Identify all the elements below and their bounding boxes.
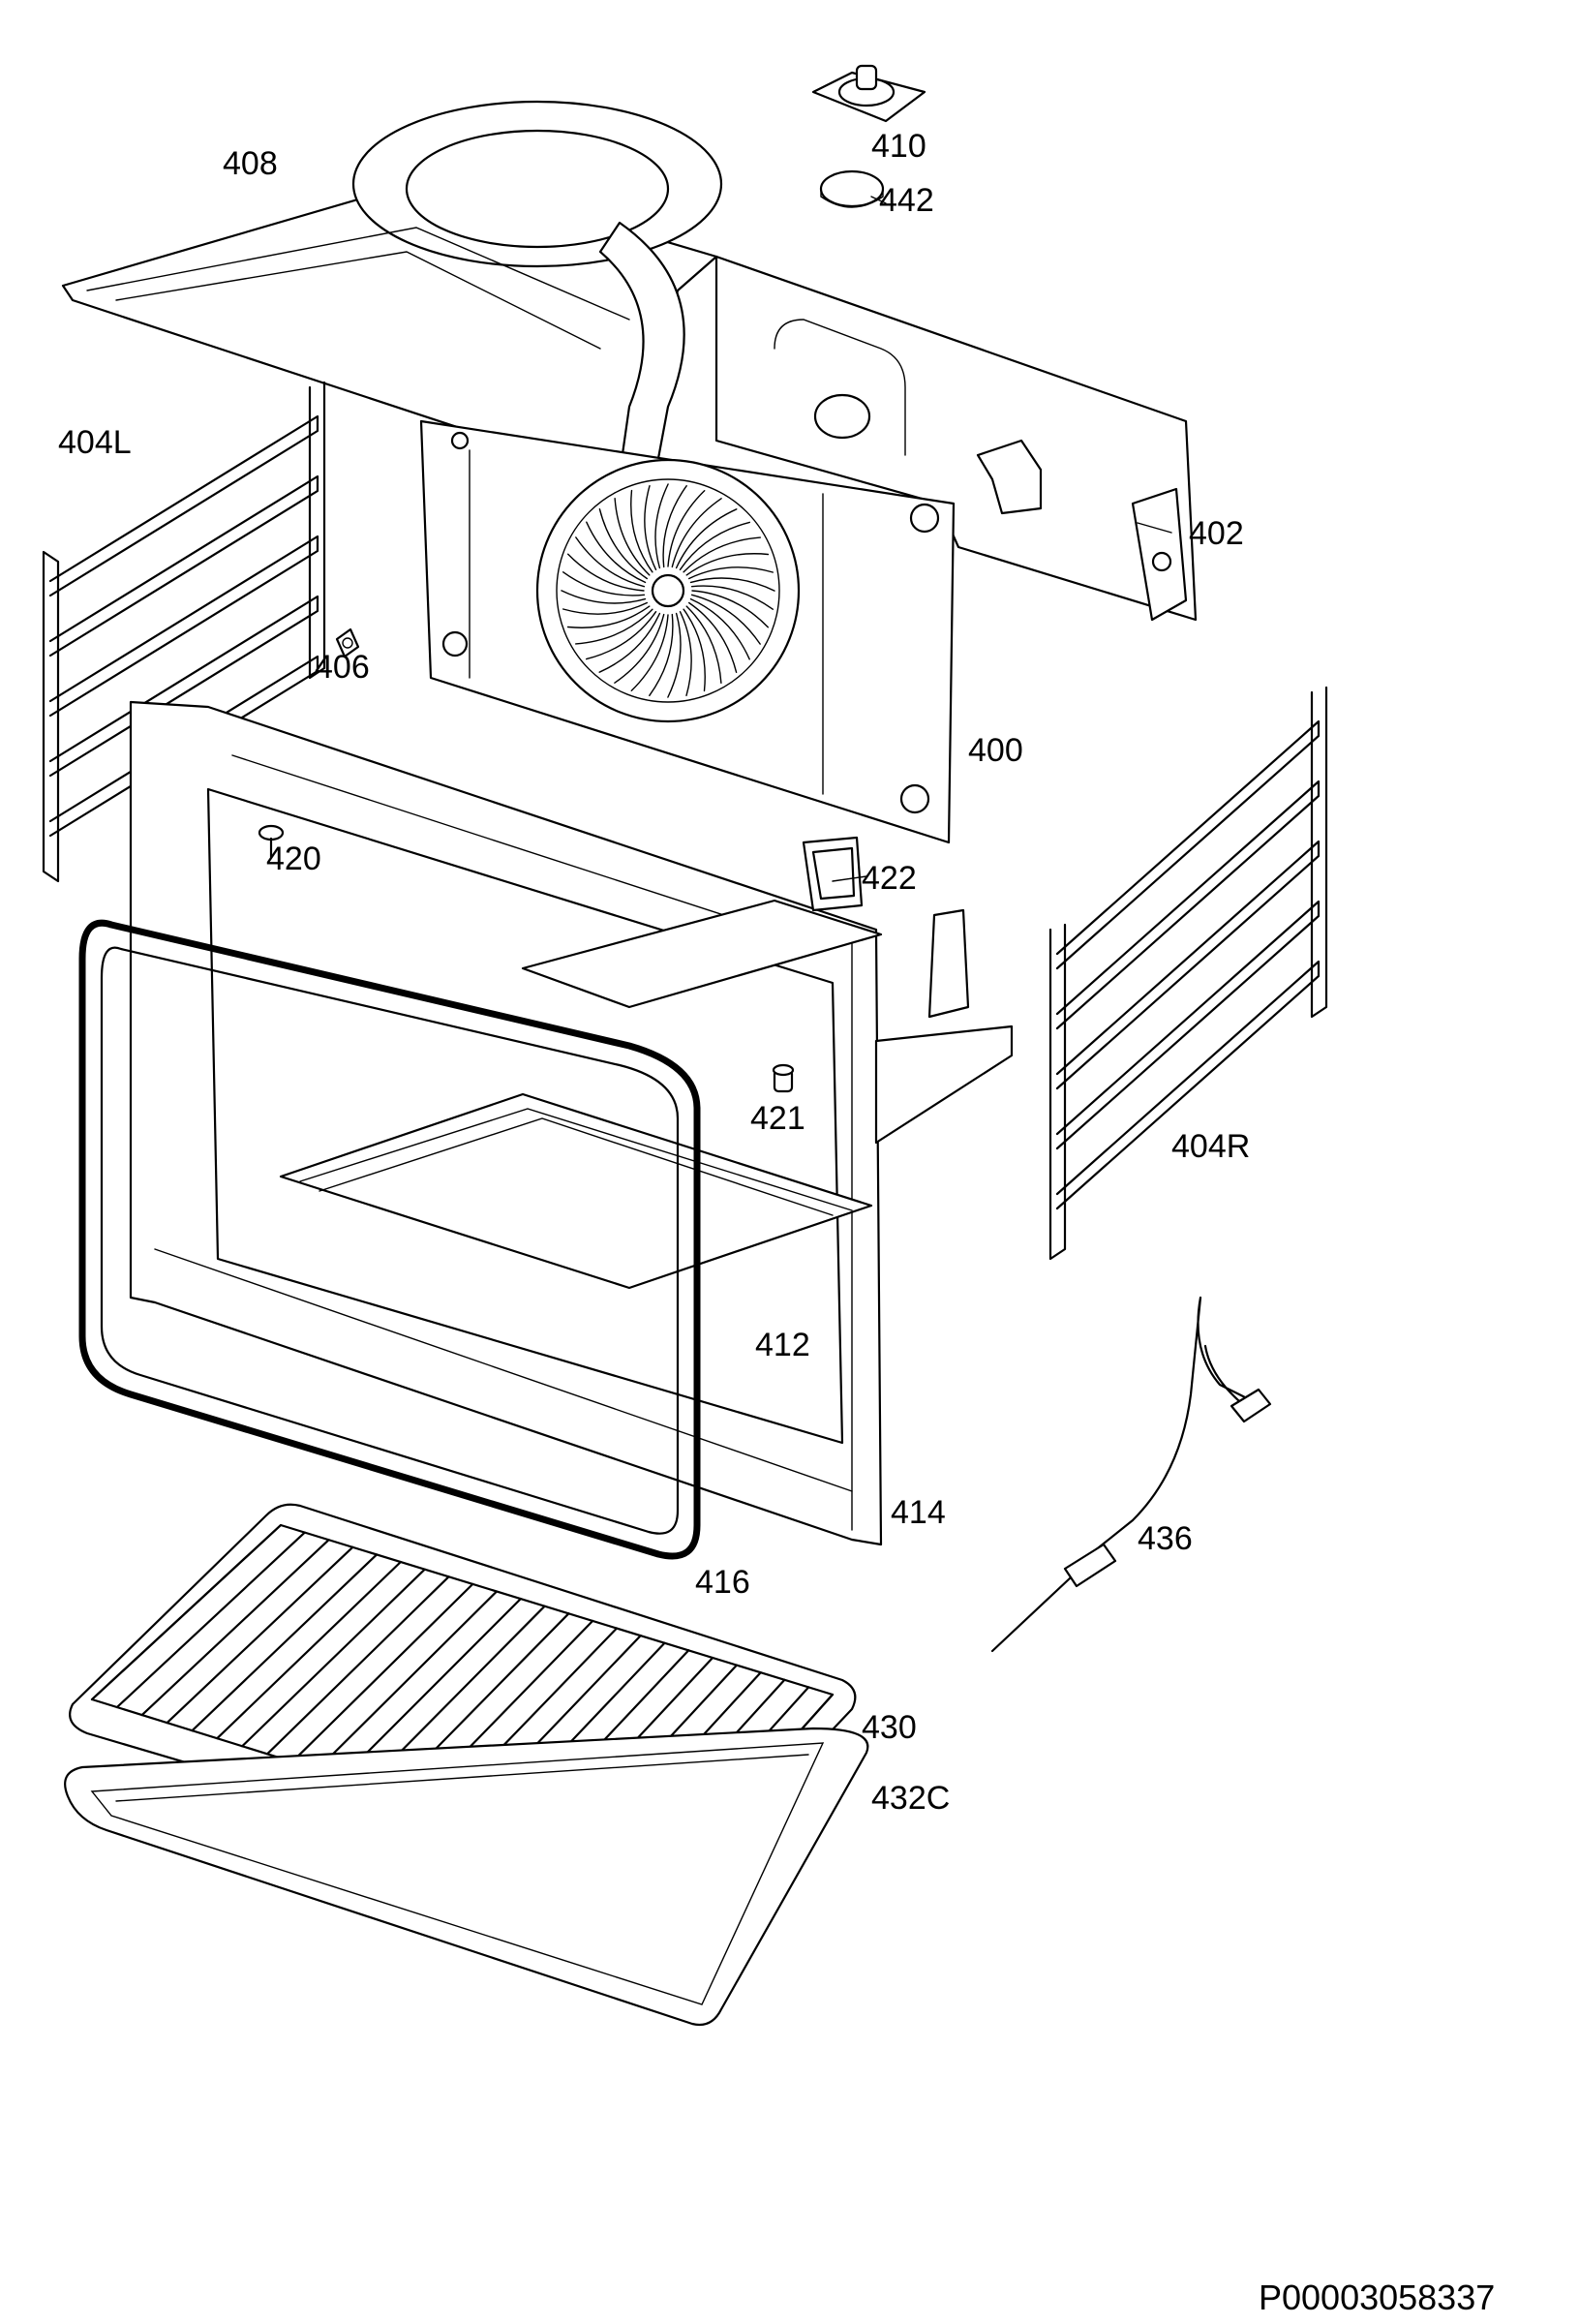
part-420-screw xyxy=(258,824,285,859)
part-408-fan-cover xyxy=(61,100,723,486)
part-414-cavity xyxy=(129,700,1014,1546)
reference-code: P00003058337 xyxy=(1259,2278,1495,2317)
part-labels: 408 410 442 404L 402 406 400 420 422 421… xyxy=(58,128,1495,2317)
label-430: 430 xyxy=(862,1709,917,1746)
label-404R: 404R xyxy=(1171,1128,1250,1165)
label-442: 442 xyxy=(879,182,934,219)
label-400: 400 xyxy=(968,732,1023,769)
label-412: 412 xyxy=(755,1327,810,1363)
label-422: 422 xyxy=(862,860,917,897)
part-402-rear-strip xyxy=(714,255,1198,622)
label-404L: 404L xyxy=(58,424,132,461)
label-410: 410 xyxy=(871,128,926,165)
label-436: 436 xyxy=(1138,1520,1193,1557)
label-420: 420 xyxy=(266,841,321,877)
part-406-clip xyxy=(335,627,360,658)
label-406: 406 xyxy=(315,649,370,686)
leader-lines xyxy=(832,196,1172,882)
part-422-lamp-holder xyxy=(802,836,970,1019)
part-421-stud xyxy=(772,1063,795,1093)
label-414: 414 xyxy=(891,1494,946,1531)
label-432C: 432C xyxy=(871,1780,950,1817)
label-402: 402 xyxy=(1189,515,1244,552)
part-400-rear-panel xyxy=(419,419,956,844)
part-404L-left-rack xyxy=(42,381,326,883)
part-416-door-seal xyxy=(78,919,701,1560)
part-404R-right-rack xyxy=(1048,686,1328,1261)
part-410-bearing xyxy=(811,64,926,123)
part-442-disc xyxy=(819,169,885,208)
label-408: 408 xyxy=(223,145,278,182)
fan-grille xyxy=(561,483,775,698)
label-421: 421 xyxy=(750,1100,805,1137)
part-436-probe xyxy=(990,1296,1272,1653)
label-416: 416 xyxy=(695,1564,750,1601)
part-432C-baking-tray xyxy=(64,1727,869,2027)
